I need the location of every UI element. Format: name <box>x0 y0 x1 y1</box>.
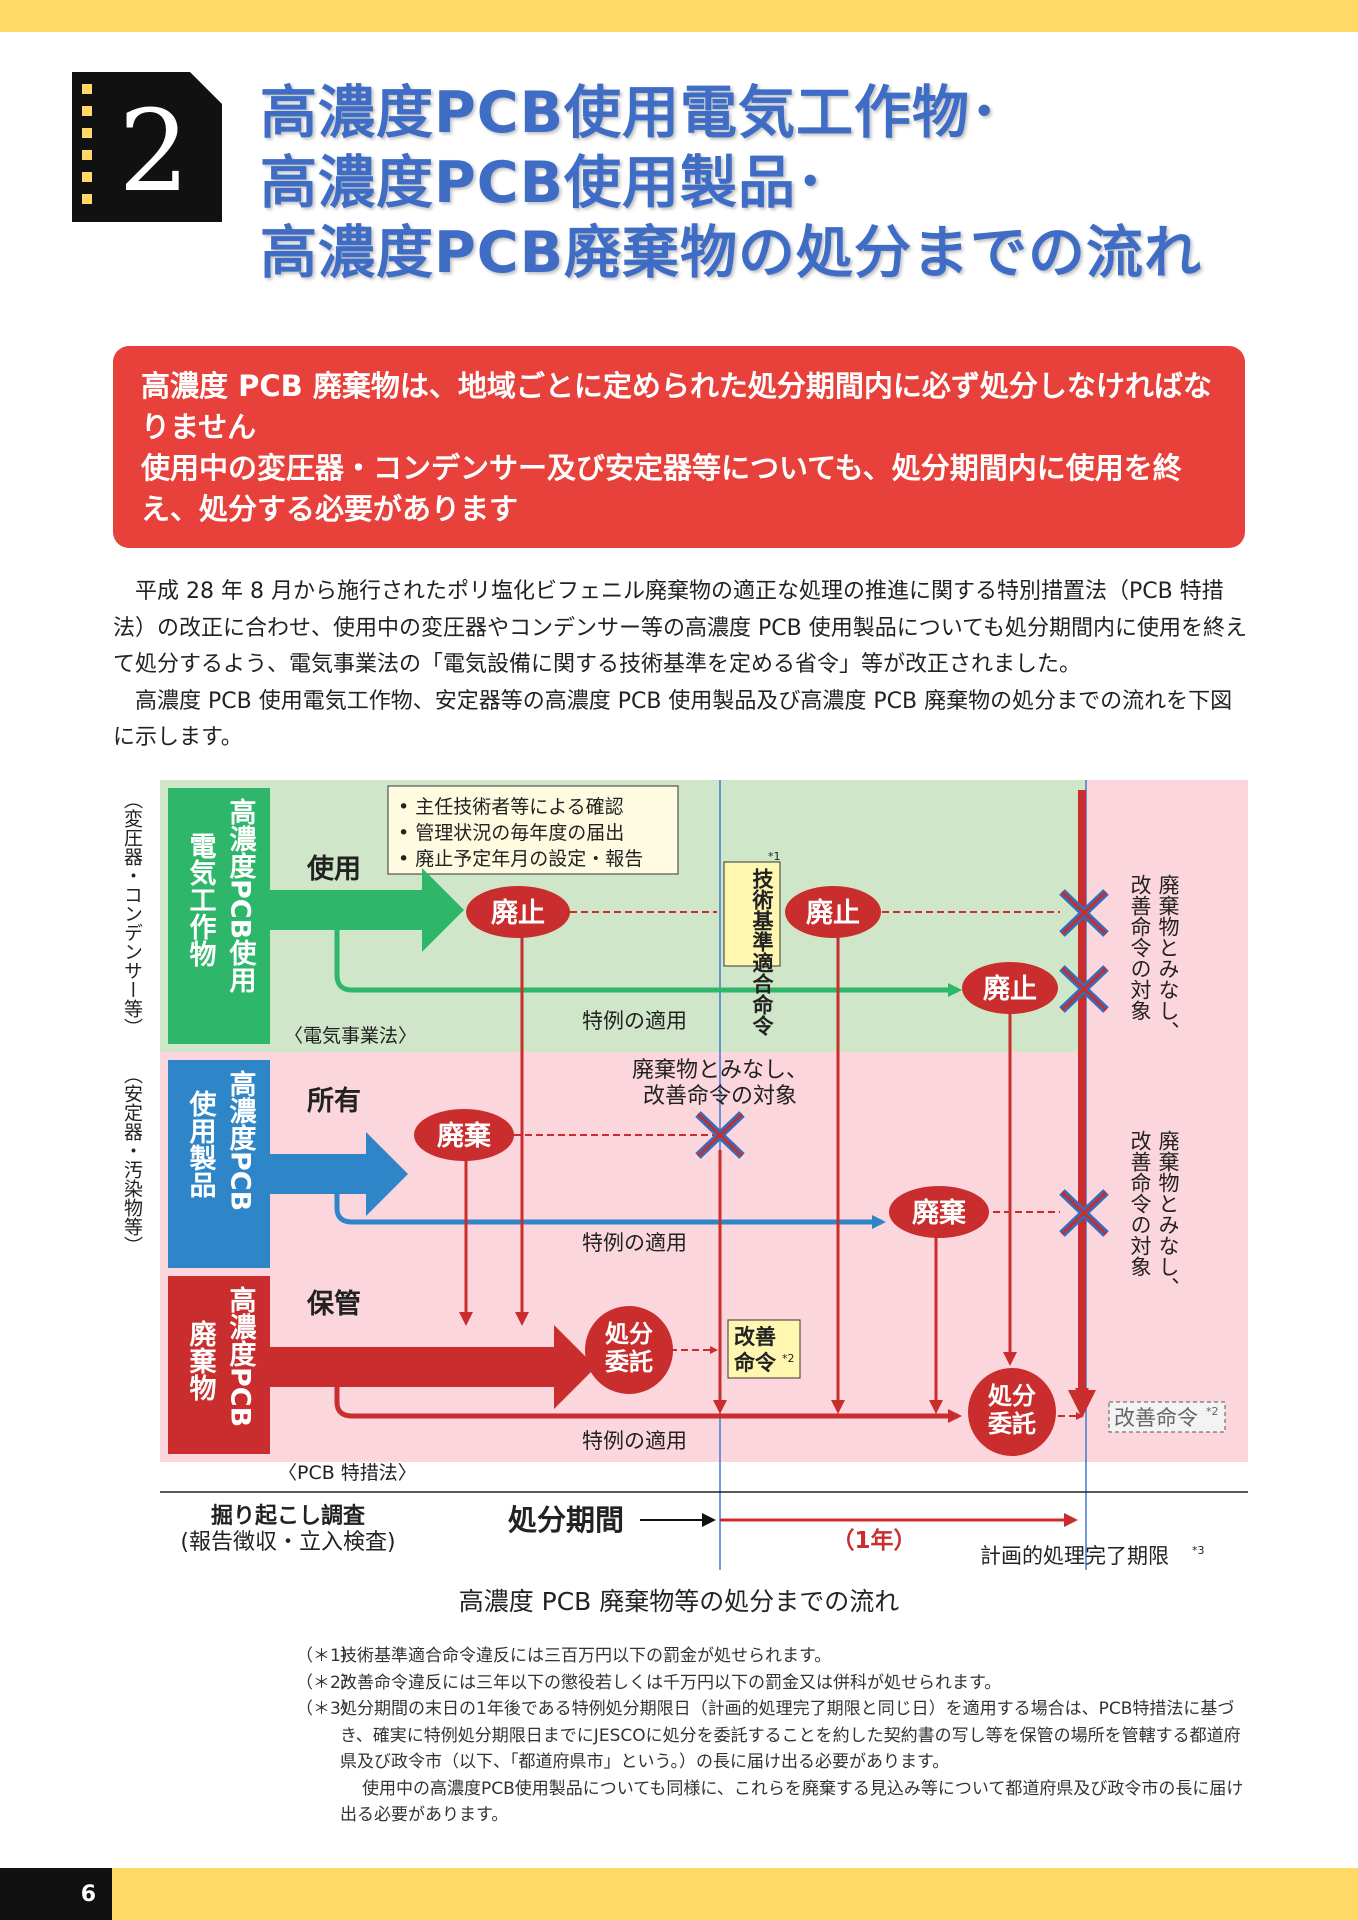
special-rule-label: 特例の適用 <box>582 1429 687 1453</box>
side-label-mid: （安定器・汚染物等） <box>121 1065 143 1255</box>
discard-label: 廃棄 <box>912 1197 967 1229</box>
store-arrow <box>270 1325 596 1409</box>
deemed-waste-right-top: 改善命令の対象 <box>1128 874 1152 1021</box>
deemed-waste-mid-l1: 廃棄物とみなし、 <box>632 1058 808 1083</box>
pcb-law-label: 〈PCB 特措法〉 <box>278 1462 417 1484</box>
discard-label: 廃棄 <box>437 1120 492 1152</box>
footnote-extra: 使用中の高濃度PCB使用製品についても同様に、これらを廃棄する見込み等について都… <box>340 1778 1244 1826</box>
footnote: （＊3） 処分期間の末日の1年後である特例処分期限日（計画的処理完了期限と同じ日… <box>296 1696 1256 1776</box>
footnote: （＊2） 改善命令違反には三年以下の懲役若しくは千万円以下の罰金又は併科が処せら… <box>296 1670 1256 1697</box>
improve-order-inline: 改善命令 <box>1114 1406 1198 1430</box>
deemed-waste-right-top: 廃棄物とみなし、 <box>1156 874 1180 1042</box>
row2-label-b: 使用製品 <box>185 1090 218 1198</box>
abolish-label: 廃止 <box>491 897 545 929</box>
section-number: 2 <box>118 87 189 217</box>
star3: *3 <box>1192 1544 1205 1557</box>
footnote-mark: （＊2） <box>296 1672 358 1693</box>
title-line: 高濃度PCB廃棄物の処分までの流れ <box>260 220 1203 286</box>
consign-label: 委託 <box>987 1410 1036 1438</box>
checklist-item: • 管理状況の毎年度の届出 <box>398 822 624 844</box>
title-line: 高濃度PCB使用製品･ <box>260 150 826 216</box>
row1-label-a: 高濃度PCB使用 <box>225 797 258 994</box>
deemed-waste-right-mid: 改善命令の対象 <box>1128 1130 1152 1277</box>
deemed-waste-mid-l2: 改善命令の対象 <box>643 1084 797 1109</box>
body-paragraph: 平成 28 年 8 月から施行されたポリ塩化ビフェニル廃棄物の適正な処理の推進に… <box>113 579 1247 677</box>
dig-survey-l2: (報告徴収・立入検査) <box>180 1530 395 1555</box>
bottom-band <box>0 1868 1358 1920</box>
section-number-badge: 2 <box>72 72 222 222</box>
alert-line: 使用中の変圧器・コンデンサー及び安定器等についても、処分期間内に使用を終え、処分… <box>141 451 1182 526</box>
special-rule-label: 特例の適用 <box>582 1231 687 1255</box>
deemed-waste-right-mid: 廃棄物とみなし、 <box>1156 1130 1180 1298</box>
tech-order-label: 技術基準適合命令 <box>750 868 775 1037</box>
alert-line: 高濃度 PCB 廃棄物は、地域ごとに定められた処分期間内に必ず処分しなければなり… <box>141 369 1212 444</box>
star2: *2 <box>1206 1405 1219 1418</box>
body-paragraph: 高濃度 PCB 使用電気工作物、安定器等の高濃度 PCB 使用製品及び高濃度 P… <box>113 688 1233 751</box>
footnote-text: 改善命令違反には三年以下の懲役若しくは千万円以下の罰金又は併科が処せられます。 <box>340 1672 1002 1693</box>
consign-label: 処分 <box>605 1320 653 1348</box>
side-label-top: （変圧器・コンデンサー等） <box>121 790 143 1037</box>
row3-label-b: 廃棄物 <box>185 1319 217 1401</box>
footnote-mark: （＊3） <box>296 1699 358 1719</box>
checklist-item: • 廃止予定年月の設定・報告 <box>398 848 643 870</box>
abolish-label: 廃止 <box>806 897 860 929</box>
footnote: （＊1） 技術基準適合命令違反には三百万円以下の罰金が処せられます。 <box>296 1643 1256 1670</box>
special-rule-label: 特例の適用 <box>582 1009 687 1033</box>
footnote-text: 技術基準適合命令違反には三百万円以下の罰金が処せられます。 <box>340 1646 832 1666</box>
checklist-item: • 主任技術者等による確認 <box>398 796 624 818</box>
pink-zone-right <box>1086 780 1248 1052</box>
own-arrow <box>270 1132 408 1216</box>
row1-label-b: 電気工作物 <box>185 832 217 967</box>
page-number: 6 <box>0 1868 112 1920</box>
footnotes: （＊1） 技術基準適合命令違反には三百万円以下の罰金が処せられます。 （＊2） … <box>296 1643 1256 1829</box>
diagram-caption: 高濃度 PCB 廃棄物等の処分までの流れ <box>458 1587 900 1616</box>
star2: *2 <box>782 1352 795 1365</box>
dig-survey-l1: 掘り起こし調査 <box>211 1503 366 1529</box>
use-label: 使用 <box>306 854 361 885</box>
title-line: 高濃度PCB使用電気工作物･ <box>260 80 1000 146</box>
star1: *1 <box>768 850 781 863</box>
use-arrow <box>270 868 464 952</box>
elec-law-label: 〈電気事業法〉 <box>284 1025 417 1047</box>
row2-label-a: 高濃度PCB <box>225 1069 257 1211</box>
footnote-mark: （＊1） <box>296 1646 358 1666</box>
page-title: 高濃度PCB使用電気工作物･ 高濃度PCB使用製品･ 高濃度PCB廃棄物の処分ま… <box>260 78 1340 288</box>
own-label: 所有 <box>307 1086 361 1117</box>
alert-box: 高濃度 PCB 廃棄物は、地域ごとに定められた処分期間内に必ず処分しなければなり… <box>113 346 1245 548</box>
disposal-period-label: 処分期間 <box>508 1503 624 1537</box>
flow-diagram: （変圧器・コンデンサー等） （安定器・汚染物等） 高濃度PCB使用 電気工作物 … <box>121 780 1248 1570</box>
deadline-label: 計画的処理完了期限 <box>980 1544 1169 1568</box>
row3-label-a: 高濃度PCB <box>225 1285 257 1427</box>
improve-order-l1: 改善 <box>734 1325 776 1349</box>
footnote-text: 処分期間の末日の1年後である特例処分期限日（計画的処理完了期限と同じ日）を適用す… <box>340 1699 1241 1772</box>
improve-order-l2: 命令 <box>734 1351 777 1375</box>
store-label: 保管 <box>306 1289 361 1320</box>
consign-label: 処分 <box>988 1382 1036 1410</box>
abolish-label: 廃止 <box>983 973 1037 1005</box>
one-year-label: （1年） <box>831 1527 916 1554</box>
body-text: 平成 28 年 8 月から施行されたポリ塩化ビフェニル廃棄物の適正な処理の推進に… <box>113 574 1247 757</box>
consign-label: 委託 <box>604 1348 653 1376</box>
top-band <box>0 0 1358 32</box>
